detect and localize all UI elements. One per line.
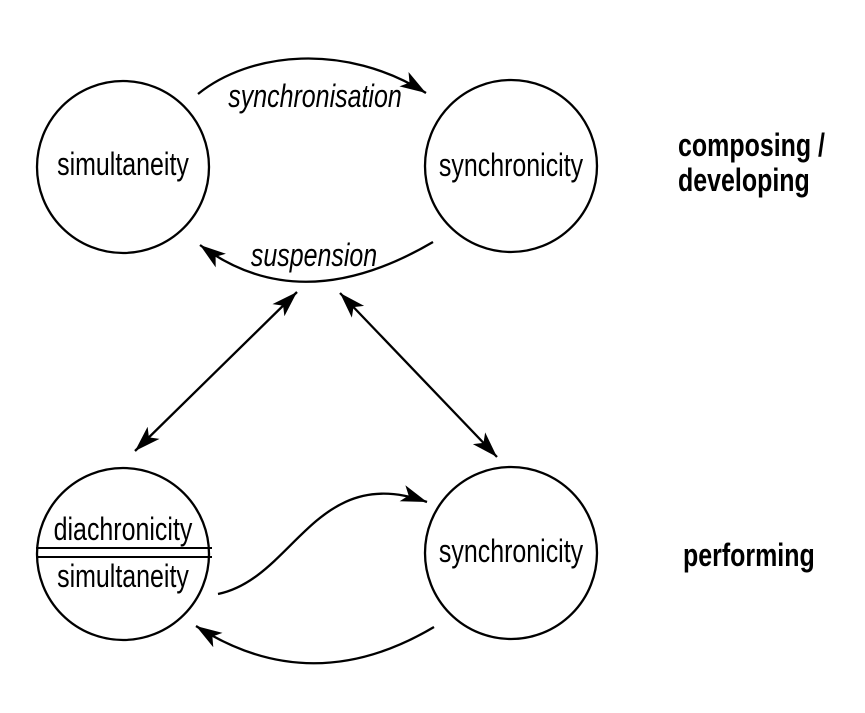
arrow-bottom-return	[195, 625, 435, 665]
section-label-composing-developing: composing / developing	[678, 128, 825, 198]
label-bottom-left-circle-upper: diachronicity	[53, 511, 193, 547]
label-suspension-arc: suspension	[250, 237, 378, 273]
circle-top-right-synchronicity	[423, 78, 599, 254]
arrow-suspension	[199, 241, 434, 283]
section-label-performing: performing	[683, 537, 815, 573]
label-top-left-circle: simultaneity	[57, 146, 189, 182]
label-bottom-left-circle-lower: simultaneity	[57, 558, 189, 594]
arrow-synchronisation	[197, 57, 427, 95]
circle-bottom-left-diachronicity-simultaneity	[35, 466, 211, 642]
circle-bottom-right-synchronicity	[423, 465, 599, 641]
double-arrow-right-link	[339, 292, 498, 458]
section-label-composing-line2: developing	[678, 162, 810, 198]
circle-top-left-simultaneity	[35, 79, 211, 255]
label-bottom-right-circle: synchronicity	[438, 533, 584, 569]
label-synchronisation-arc: synchronisation	[228, 78, 402, 114]
section-label-composing-line1: composing /	[678, 127, 825, 163]
arrow-bottom-forward	[217, 485, 428, 596]
label-top-right-circle: synchronicity	[438, 147, 584, 183]
double-arrow-left-link	[134, 291, 298, 452]
